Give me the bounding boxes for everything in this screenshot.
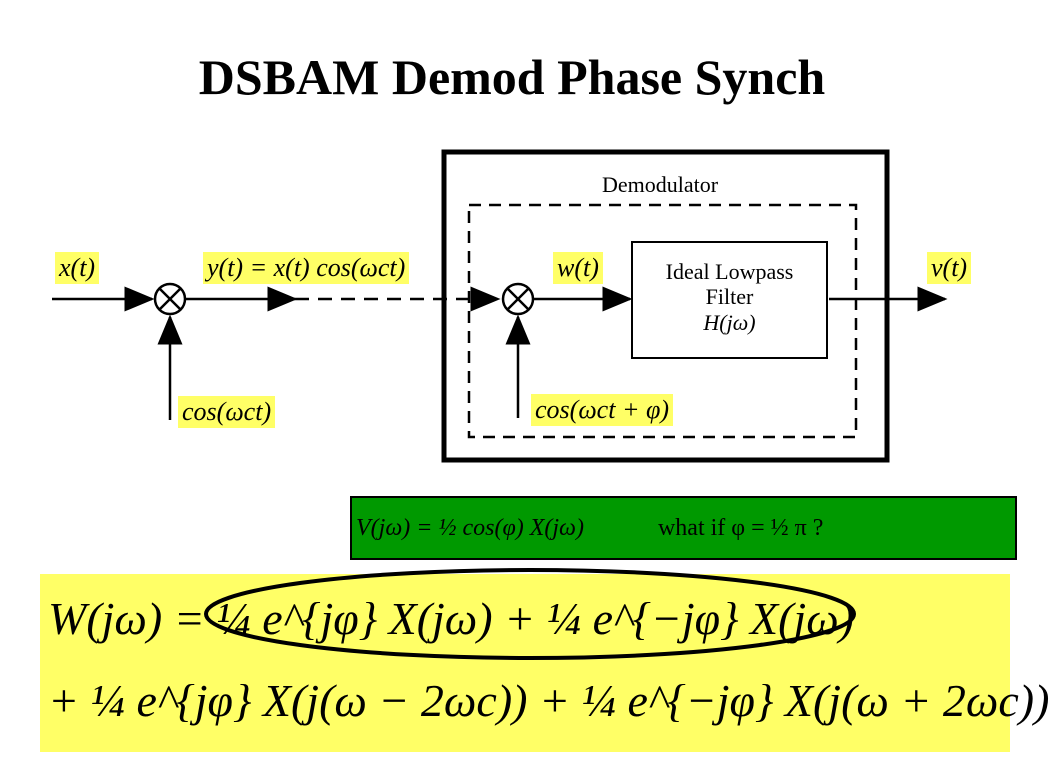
filter-line2: Filter <box>705 284 754 310</box>
block-diagram <box>52 149 948 463</box>
v-equation-box: V(jω) = ½ cos(φ) X(jω) what if φ = ½ π ? <box>350 496 1017 560</box>
receive-mixer-symbol <box>501 282 535 316</box>
highlight-ellipse <box>204 568 856 660</box>
page-title: DSBAM Demod Phase Synch <box>198 49 826 105</box>
w-equation-block: W(jω) = ¼ e^{jφ} X(jω) + ¼ e^{−jφ} X(jω)… <box>40 568 1049 752</box>
w-equation-line2: + ¼ e^{jφ} X(j(ω − 2ωc)) + ¼ e^{−jφ} X(j… <box>48 675 1049 726</box>
demodulator-outer-box <box>441 149 890 463</box>
phase-question: what if φ = ½ π ? <box>657 514 824 541</box>
label-w: w(t) <box>553 252 603 284</box>
label-v: v(t) <box>927 252 972 284</box>
label-carrier-rx: cos(ωct + φ) <box>531 394 674 426</box>
w-equation-line1: W(jω) = ¼ e^{jφ} X(jω) + ¼ e^{−jφ} X(jω) <box>48 593 855 644</box>
demodulator-label: Demodulator <box>601 172 719 197</box>
v-expression: V(jω) = ½ cos(φ) X(jω) <box>356 514 584 541</box>
label-x: x(t) <box>55 252 100 284</box>
lowpass-filter-block: Ideal Lowpass Filter H(jω) <box>631 241 828 359</box>
filter-line1: Ideal Lowpass <box>665 259 794 284</box>
label-y: y(t) = x(t) cos(ωct) <box>203 252 410 284</box>
label-carrier-tx: cos(ωct) <box>178 396 276 428</box>
filter-line3: H(jω) <box>703 309 756 335</box>
demodulator-dashed-box <box>467 203 858 439</box>
transmit-mixer-symbol <box>153 282 187 316</box>
